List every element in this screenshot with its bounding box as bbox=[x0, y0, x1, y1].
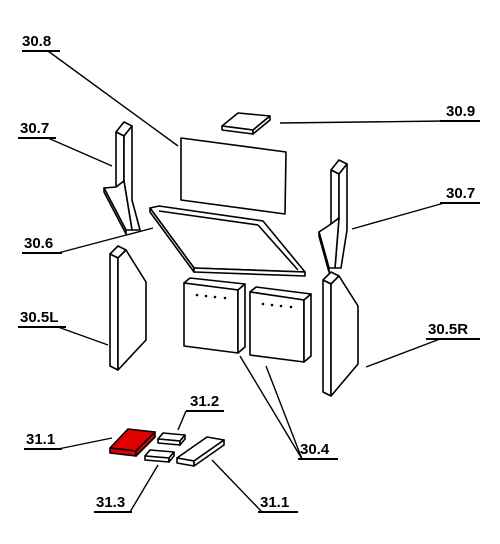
leader-lines bbox=[18, 50, 480, 513]
part-30-7-left-brick bbox=[103, 121, 141, 235]
bolt-dot bbox=[270, 303, 274, 307]
part-31-2-small-brick bbox=[157, 432, 186, 446]
label-30-8: 30.8 bbox=[22, 33, 51, 50]
bolt-dot bbox=[204, 294, 208, 298]
bolt-dot bbox=[261, 302, 265, 306]
part-31-3-small-brick bbox=[144, 449, 175, 463]
label-31-1-left: 31.1 bbox=[26, 431, 55, 448]
part-31-1-flat-brick bbox=[176, 436, 225, 467]
bolt-dot bbox=[213, 295, 217, 299]
part-30-9-top-block bbox=[221, 112, 271, 135]
part-30-5R-right-side-panel bbox=[322, 271, 359, 397]
label-30-5R: 30.5R bbox=[428, 321, 468, 338]
label-30-5L: 30.5L bbox=[20, 309, 58, 326]
bolt-dot bbox=[289, 305, 293, 309]
part-30-4-brick-left bbox=[183, 277, 246, 354]
label-30-6: 30.6 bbox=[24, 235, 53, 252]
label-30-9: 30.9 bbox=[446, 103, 475, 120]
part-30-8-back-panel bbox=[180, 137, 287, 215]
bolt-dot bbox=[279, 304, 283, 308]
part-30-4-brick-right bbox=[249, 286, 312, 363]
part-30-7-right-brick bbox=[318, 159, 348, 273]
label-31-1-right: 31.1 bbox=[260, 494, 289, 511]
labels: 30.8 30.9 30.7 30.7 30.6 30.5L 30.5R 30.… bbox=[20, 33, 475, 511]
label-31-2: 31.2 bbox=[190, 393, 219, 410]
label-30-7-left: 30.7 bbox=[20, 120, 49, 137]
part-31-1-highlighted-brick bbox=[109, 428, 156, 457]
label-31-3: 31.3 bbox=[96, 494, 125, 511]
label-30-4: 30.4 bbox=[300, 441, 330, 458]
bolt-dot bbox=[223, 296, 227, 300]
part-30-6-baffle-plate bbox=[149, 205, 306, 277]
bolt-dot bbox=[195, 293, 199, 297]
part-30-5L-left-side-panel bbox=[109, 245, 147, 371]
label-30-7-right: 30.7 bbox=[446, 185, 475, 202]
